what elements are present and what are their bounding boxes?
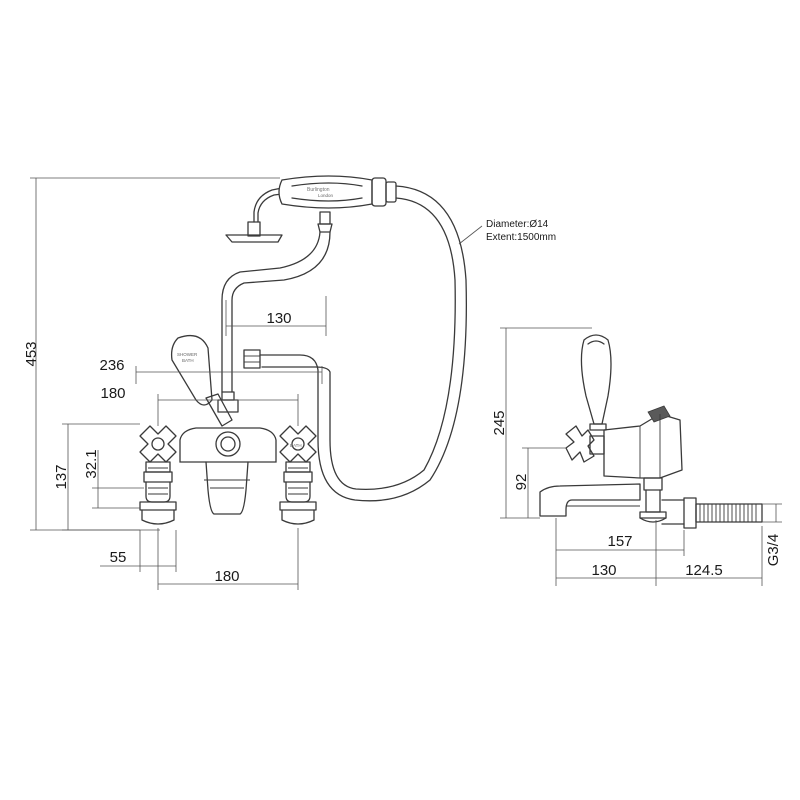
dim-side-width-124-5: 124.5 [685,562,723,579]
dim-width-180-bottom: 180 [214,568,239,585]
diverter-lever: SHOWER BATH [170,334,233,427]
side-dimensions: 245 92 157 130 124.5 G3/4 [491,327,782,586]
side-view [539,334,763,529]
shower-hose [221,185,467,502]
dim-side-width-130: 130 [591,562,616,579]
dim-side-height-245: 245 [491,410,508,435]
dim-side-height-92: 92 [513,474,530,491]
dim-overall-height: 453 [23,341,40,366]
left-cross-handle [139,425,177,473]
mixer-body [179,391,277,515]
dim-height-32-1: 32.1 [83,449,100,478]
dim-width-180-top: 180 [100,385,125,402]
right-cross-handle: BATH [279,425,317,473]
dim-width-130-top: 130 [266,310,291,327]
hose-diameter-text: Diameter:Ø14 [486,219,549,230]
front-view: Burlington London SHOWER BATH [139,175,467,525]
lever-label-shower: SHOWER [177,352,198,357]
hose-extent-text: Extent:1500mm [486,232,556,243]
thread-lines [699,504,757,522]
right-leg [279,471,317,525]
hose-annotation: Diameter:Ø14 Extent:1500mm [458,219,556,245]
front-dimensions: 453 236 180 130 137 32.1 55 [23,177,327,590]
shower-handset: Burlington London [225,175,397,243]
handset-city-text: London [318,193,334,198]
lever-label-bath: BATH [182,358,194,363]
dim-height-137: 137 [53,464,70,489]
handset-brand-text: Burlington [307,187,330,193]
cradle-hook [243,349,261,369]
dim-side-width-157: 157 [607,533,632,550]
dim-thread-g3-4: G3/4 [765,534,782,567]
right-handle-label: BATH [290,443,302,448]
dim-width-55: 55 [110,549,127,566]
dim-width-236: 236 [99,357,124,374]
left-leg [139,471,177,525]
